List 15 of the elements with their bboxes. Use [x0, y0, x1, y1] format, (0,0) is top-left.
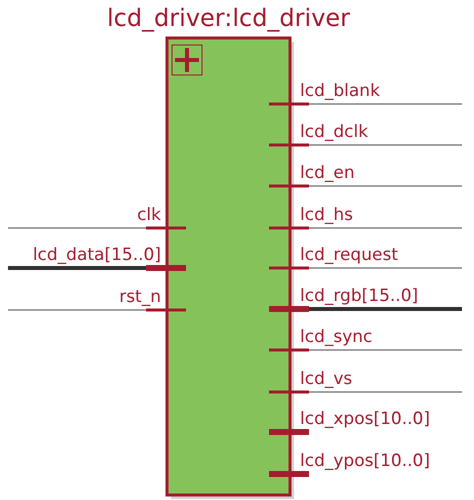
port-label: lcd_en [300, 163, 355, 183]
port-label: lcd_ypos[10..0] [300, 451, 430, 471]
port-label: lcd_data[15..0] [32, 245, 161, 265]
module-block [166, 36, 292, 496]
port-label: lcd_sync [300, 327, 372, 347]
port-label: lcd_dclk [300, 122, 368, 142]
port-label: lcd_request [300, 245, 398, 265]
port-label: lcd_xpos[10..0] [300, 409, 430, 429]
port-label: lcd_blank [300, 81, 380, 101]
port-label: lcd_hs [300, 205, 353, 225]
port-label: rst_n [119, 287, 161, 307]
port-label: lcd_rgb[15..0] [300, 286, 418, 306]
port-label: clk [137, 205, 161, 225]
port-label: lcd_vs [300, 369, 352, 389]
module-title: lcd_driver:lcd_driver [106, 4, 350, 32]
